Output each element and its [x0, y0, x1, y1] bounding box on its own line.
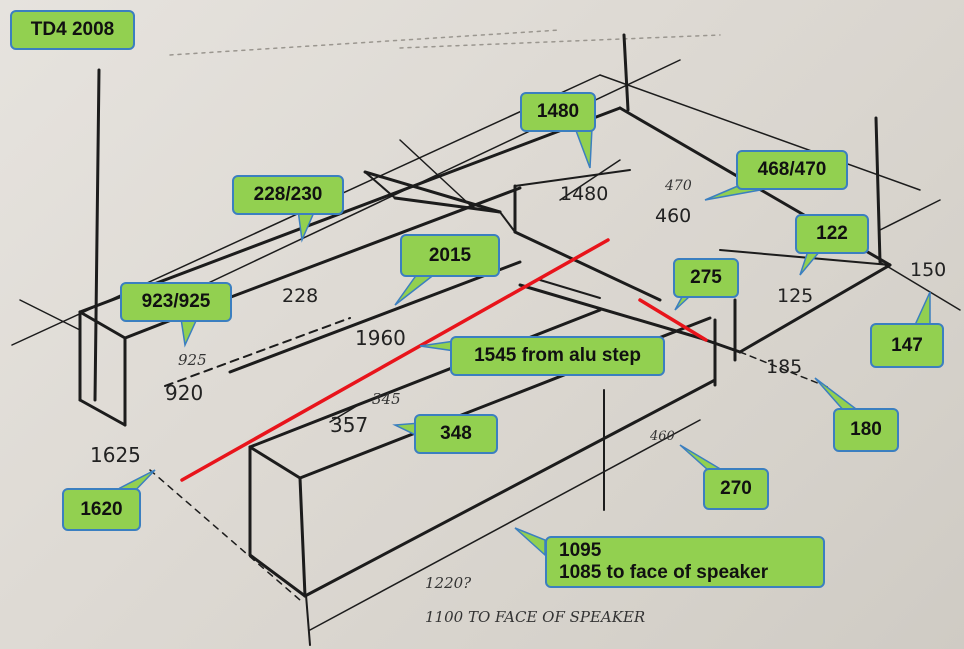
dimension-line: [309, 419, 701, 631]
callout-1545: 1545 from alu step: [450, 336, 665, 376]
sketch-label-185: 185: [766, 356, 802, 378]
extension-line-right: [874, 116, 882, 264]
extension-line-top: [622, 33, 630, 112]
callout-923-925: 923/925: [120, 282, 232, 322]
dimension-line: [399, 139, 471, 206]
step-line: [363, 170, 502, 214]
callout-1095-line1: 1095: [559, 540, 602, 561]
callout-pointer: [913, 291, 931, 326]
callout-180: 180: [833, 408, 899, 452]
callout-1095-line2: 1085 to face of speaker: [559, 562, 769, 583]
extension-line-bottom: [305, 594, 311, 646]
sketch-label-228: 228: [282, 285, 318, 307]
dimension-line: [149, 469, 301, 601]
callout-pointer: [814, 377, 863, 413]
front-box-top: [248, 308, 602, 449]
step-line: [499, 211, 516, 233]
dimension-line: [879, 261, 961, 311]
red-line-275: [638, 298, 708, 342]
sketch-label-125: 125: [777, 285, 813, 307]
front-box-left-top: [248, 445, 302, 480]
sketch-label-1220: 1220?: [425, 574, 472, 592]
faint-paper-line: [399, 34, 721, 49]
dimension-line: [599, 74, 921, 191]
step-line: [364, 171, 396, 199]
sketch-label-460: 460: [655, 205, 691, 227]
sketch-label-357: 357: [330, 413, 368, 437]
sketch-label-345: 345: [372, 390, 401, 408]
right-edge: [719, 249, 891, 266]
front-box-bottom: [303, 378, 717, 598]
red-line-1545: [180, 238, 610, 482]
callout-270: 270: [703, 468, 769, 510]
dimension-line: [879, 199, 941, 231]
box-left-bottom: [78, 398, 127, 427]
callout-pointer: [679, 444, 725, 471]
callout-348: 348: [414, 414, 498, 454]
callout-275: 275: [673, 258, 739, 298]
callout-122: 122: [795, 214, 869, 254]
sketch-label-460-small: 460: [649, 429, 675, 444]
sketch-label-1480: 1480: [560, 183, 608, 205]
sketch-label-920: 920: [165, 381, 203, 405]
sketch-label-470: 470: [664, 178, 692, 194]
dimension-line: [559, 159, 621, 201]
sketch-label-925: 925: [178, 351, 207, 369]
step-line: [513, 230, 662, 302]
callout-pointer: [573, 127, 593, 169]
extension-line-left: [93, 68, 101, 402]
callout-pointer: [514, 527, 546, 557]
dimension-line: [19, 299, 81, 331]
callout-title: TD4 2008: [10, 10, 135, 50]
right-bottom-edge: [738, 263, 892, 354]
faint-paper-line: [169, 29, 561, 56]
channel-dash: [164, 317, 351, 387]
channel-line-lower: [228, 260, 522, 374]
callout-2015: 2015: [400, 234, 500, 277]
callout-1620: 1620: [62, 488, 141, 531]
step-line: [539, 279, 601, 299]
box-top-left-edge: [78, 310, 127, 340]
callout-1095: 1095 1085 to face of speaker: [545, 536, 825, 588]
step-line: [393, 196, 502, 214]
callout-468-470: 468/470: [736, 150, 848, 190]
sketch-label-1625: 1625: [90, 443, 141, 467]
callout-147: 147: [870, 323, 944, 368]
front-box-corner: [298, 476, 307, 598]
callout-1480: 1480: [520, 92, 596, 132]
step-line: [518, 283, 702, 340]
sketch-label-150: 150: [910, 259, 946, 281]
dimension-line: [329, 403, 361, 423]
step-line: [514, 169, 631, 187]
front-box-bottom-left: [248, 553, 307, 598]
dimension-line: [739, 351, 831, 389]
sketch-label-1100: 1100 TO FACE OF SPEAKER: [425, 608, 645, 626]
sketch-label-1960: 1960: [355, 326, 406, 350]
callout-228-230: 228/230: [232, 175, 344, 215]
box-top-back-edge: [78, 106, 622, 314]
